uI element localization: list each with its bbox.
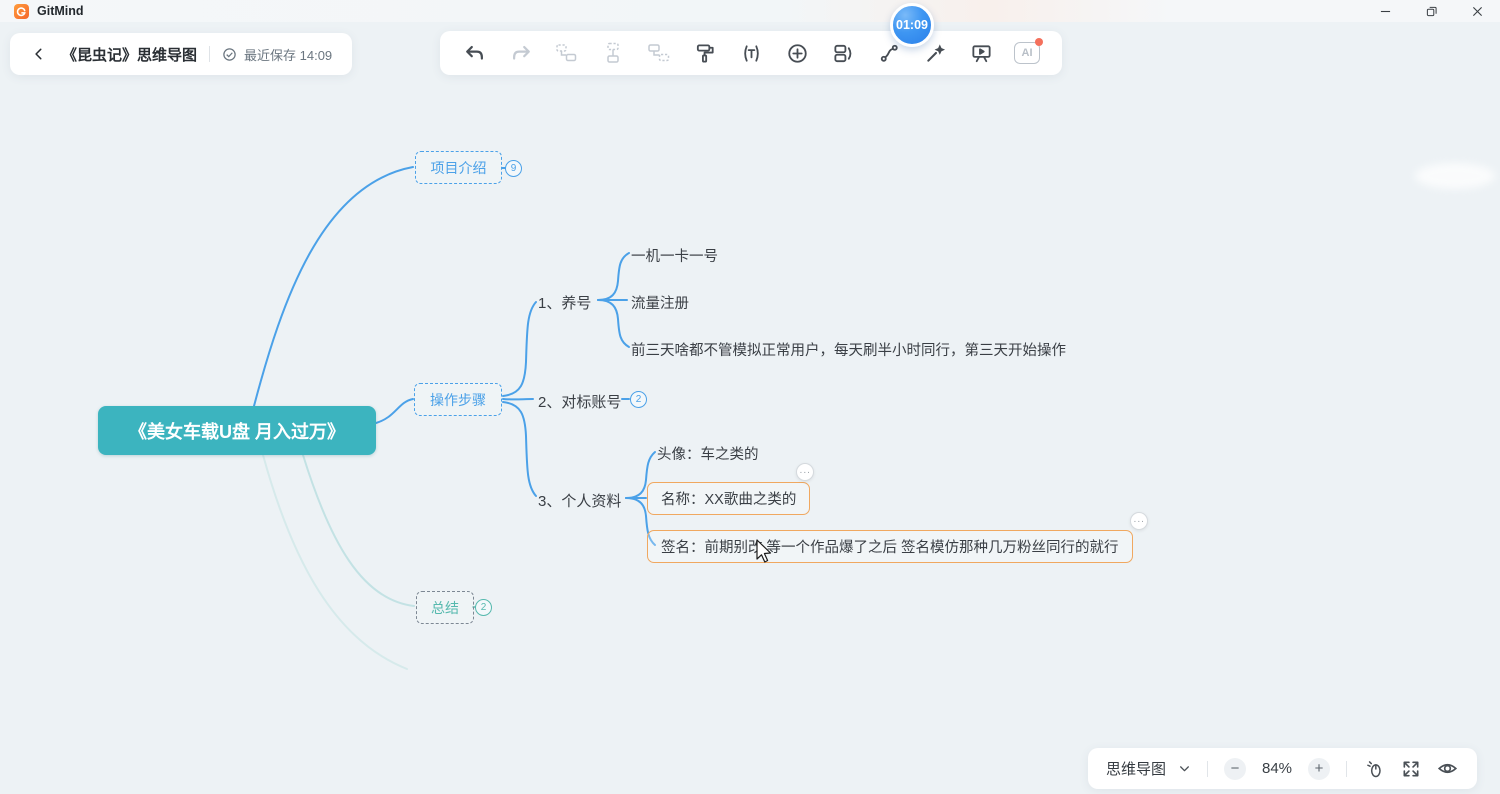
eye-icon[interactable]	[1435, 757, 1459, 781]
node-step1-child1[interactable]: 一机一卡一号	[631, 249, 718, 265]
node-label: 总结	[431, 599, 459, 616]
minimize-icon[interactable]	[1362, 0, 1408, 22]
node-operation-steps[interactable]: 操作步骤	[414, 383, 502, 416]
timer-badge[interactable]: 01:09	[890, 3, 934, 47]
timer-value: 01:09	[896, 18, 928, 32]
badge-count: 2	[635, 394, 642, 405]
node-label: 操作步骤	[430, 391, 486, 408]
expand-badge-step2[interactable]: 2	[630, 391, 647, 408]
ai-button-label: AI	[1021, 47, 1033, 59]
close-icon[interactable]	[1454, 0, 1500, 22]
zoom-in-button[interactable]: +	[1308, 757, 1330, 780]
faded-floating-widget	[1415, 163, 1495, 189]
mindmap-root-node[interactable]: 《美女车载U盘 月入过万》	[98, 406, 376, 455]
ai-notification-dot	[1035, 38, 1043, 46]
relation-line-icon[interactable]	[876, 40, 902, 66]
divider	[1207, 760, 1208, 777]
root-node-label: 《美女车载U盘 月入过万》	[129, 421, 345, 442]
badge-count: 9	[510, 163, 517, 174]
expand-badge-intro[interactable]: 9	[505, 160, 522, 177]
node-step3-child1[interactable]: 头像：车之类的	[657, 447, 759, 463]
zoom-out-button[interactable]: −	[1224, 757, 1246, 780]
chevron-down-icon[interactable]	[1178, 762, 1191, 775]
insert-topic-icon[interactable]	[784, 40, 810, 66]
node-label: 名称：XX歌曲之类的	[661, 492, 797, 508]
insert-child-node-icon[interactable]	[600, 40, 626, 66]
summary-icon[interactable]	[830, 40, 856, 66]
window-controls	[1362, 0, 1500, 22]
node-step3[interactable]: 3、个人资料	[538, 493, 622, 510]
app-name: GitMind	[37, 4, 84, 18]
back-button[interactable]	[30, 41, 48, 67]
node-step1-child2[interactable]: 流量注册	[631, 296, 689, 312]
node-step3-child3[interactable]: 签名：前期别改 等一个作品爆了之后 签名模仿那种几万粉丝同行的就行	[647, 530, 1133, 563]
expand-badge-summary[interactable]: 2	[475, 599, 492, 616]
restore-icon[interactable]	[1408, 0, 1454, 22]
ellipsis-glyph: ···	[1133, 515, 1145, 527]
gitmind-logo-icon	[14, 3, 29, 19]
present-icon[interactable]	[968, 40, 994, 66]
layout-mode-dropdown[interactable]: 思维导图	[1105, 761, 1166, 778]
node-step2[interactable]: 2、对标账号	[538, 394, 622, 411]
divider	[1346, 760, 1347, 777]
more-options-icon[interactable]: ···	[1130, 512, 1148, 530]
insert-sibling-node-icon[interactable]	[554, 40, 580, 66]
ai-icon[interactable]: AI	[1014, 38, 1043, 64]
ellipsis-glyph: ···	[799, 466, 811, 478]
header-divider	[209, 46, 211, 62]
insert-parent-node-icon[interactable]	[646, 40, 672, 66]
magic-wand-icon[interactable]	[922, 40, 948, 66]
save-status: 最近保存 14:09	[244, 47, 333, 63]
window-titlebar: GitMind	[0, 0, 1500, 22]
document-title[interactable]: 《昆虫记》思维导图	[62, 46, 198, 64]
main-toolbar: AI	[440, 31, 1062, 75]
redo-icon[interactable]	[508, 40, 534, 66]
node-step1-child3[interactable]: 前三天啥都不管模拟正常用户，每天刷半小时同行，第三天开始操作	[631, 343, 1066, 359]
zoom-level[interactable]: 84%	[1261, 760, 1293, 777]
more-options-icon[interactable]: ···	[796, 463, 814, 481]
document-header: 《昆虫记》思维导图 最近保存 14:09	[10, 33, 353, 75]
format-painter-icon[interactable]	[692, 40, 718, 66]
badge-count: 2	[480, 602, 487, 613]
mouse-mode-icon[interactable]	[1363, 757, 1387, 781]
fullscreen-icon[interactable]	[1399, 757, 1423, 781]
undo-icon[interactable]	[462, 40, 488, 66]
check-circle-icon	[222, 47, 237, 62]
node-project-intro[interactable]: 项目介绍	[415, 151, 502, 184]
canvas-controls: 思维导图 − 84% +	[1087, 748, 1477, 789]
node-label: 项目介绍	[430, 159, 487, 176]
node-summary[interactable]: 总结	[416, 591, 474, 624]
node-step3-child2[interactable]: 名称：XX歌曲之类的	[647, 482, 811, 515]
node-step1[interactable]: 1、养号	[538, 295, 592, 312]
text-box-icon[interactable]	[738, 40, 764, 66]
node-label: 签名：前期别改 等一个作品爆了之后 签名模仿那种几万粉丝同行的就行	[661, 540, 1119, 556]
